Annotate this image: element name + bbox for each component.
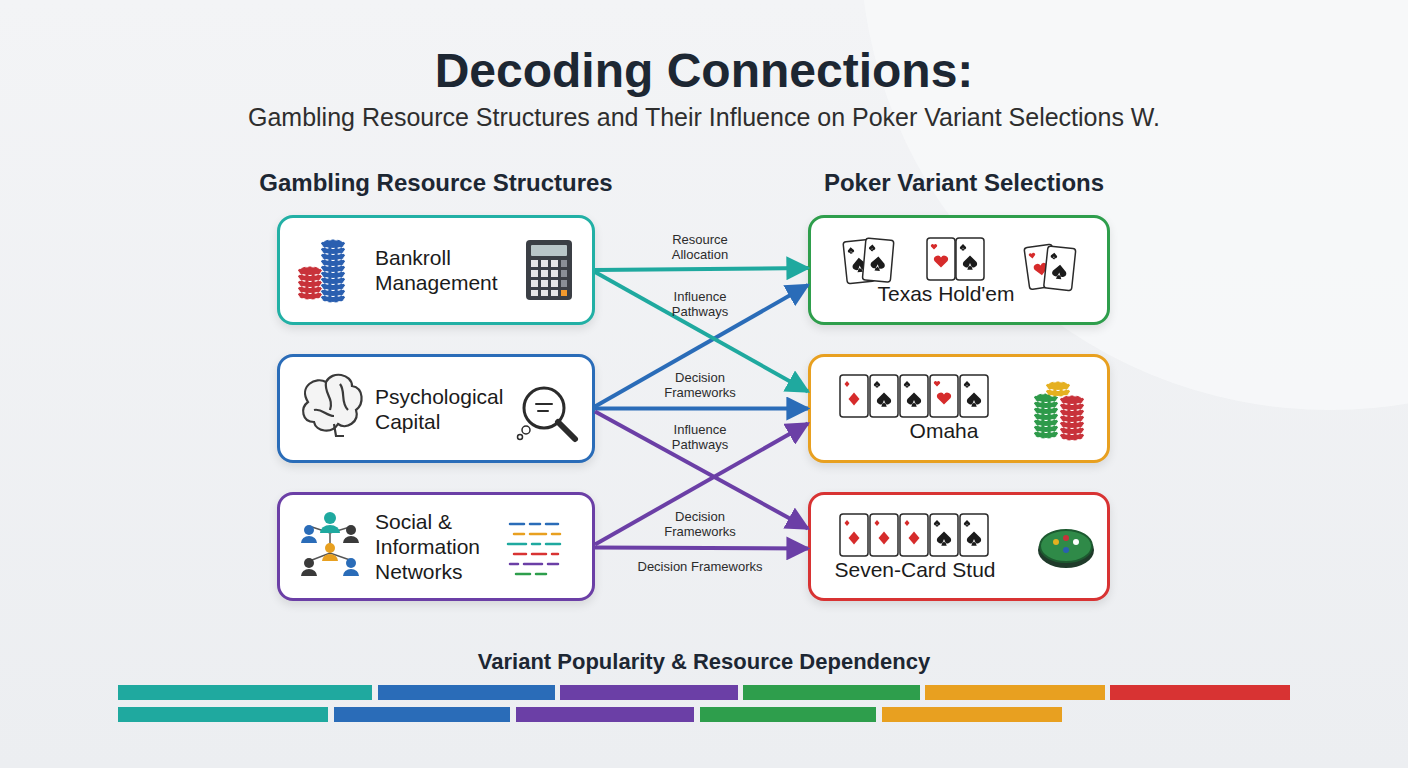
connector-label: Decision Frameworks: [620, 560, 780, 575]
connector-label: Influence Pathways: [662, 290, 738, 320]
bar: [118, 685, 372, 700]
resource-box: Bankroll Management: [277, 215, 595, 325]
node-text-group: Omaha: [811, 418, 1107, 443]
connector-arrow: [595, 548, 808, 549]
connector-label: Decision Frameworks: [662, 371, 738, 401]
bar: [882, 707, 1062, 722]
node-text-group: Seven-Card Stud: [811, 557, 1107, 582]
node-text-group: Texas Hold'em: [811, 281, 1107, 306]
variant-box: Seven-Card Stud: [808, 492, 1110, 601]
popularity-bars: [118, 685, 1290, 722]
bar: [743, 685, 920, 700]
bar-heading: Variant Popularity & Resource Dependency: [478, 649, 930, 675]
bar: [1110, 685, 1290, 700]
connector-label: Decision Frameworks: [662, 510, 738, 540]
bar: [118, 707, 328, 722]
variant-box: Texas Hold'em: [808, 215, 1110, 325]
node-label: Psychological Capital: [375, 383, 515, 433]
node-label: Social & Information Networks: [375, 509, 515, 585]
subtitle: Gambling Resource Structures and Their I…: [248, 103, 1160, 132]
column-heading: Gambling Resource Structures: [259, 169, 612, 197]
node-label: Seven-Card Stud: [811, 557, 1019, 582]
bar: [378, 685, 555, 700]
resource-box: Psychological Capital: [277, 354, 595, 463]
variant-box: Omaha: [808, 354, 1110, 463]
bar: [925, 685, 1105, 700]
connector-arrow: [595, 285, 808, 407]
diagram-title: Decoding Connections:: [435, 43, 974, 98]
bar: [560, 685, 738, 700]
node-label: Texas Hold'em: [811, 281, 1081, 306]
connector-arrow: [595, 424, 808, 545]
bar: [700, 707, 876, 722]
bar: [516, 707, 694, 722]
node-text-group: Bankroll Management: [375, 245, 515, 295]
connector-label: Influence Pathways: [662, 423, 738, 453]
node-label: Omaha: [811, 418, 1077, 443]
bar: [334, 707, 510, 722]
resource-box: Social & Information Networks: [277, 492, 595, 601]
connector-arrow: [595, 407, 808, 411]
node-label: Bankroll Management: [375, 245, 515, 295]
column-heading: Poker Variant Selections: [824, 169, 1104, 197]
node-text-group: Psychological Capital: [375, 383, 515, 433]
connector-arrow: [595, 268, 808, 270]
connector-label: Resource Allocation: [664, 233, 736, 263]
node-text-group: Social & Information Networks: [375, 509, 515, 585]
